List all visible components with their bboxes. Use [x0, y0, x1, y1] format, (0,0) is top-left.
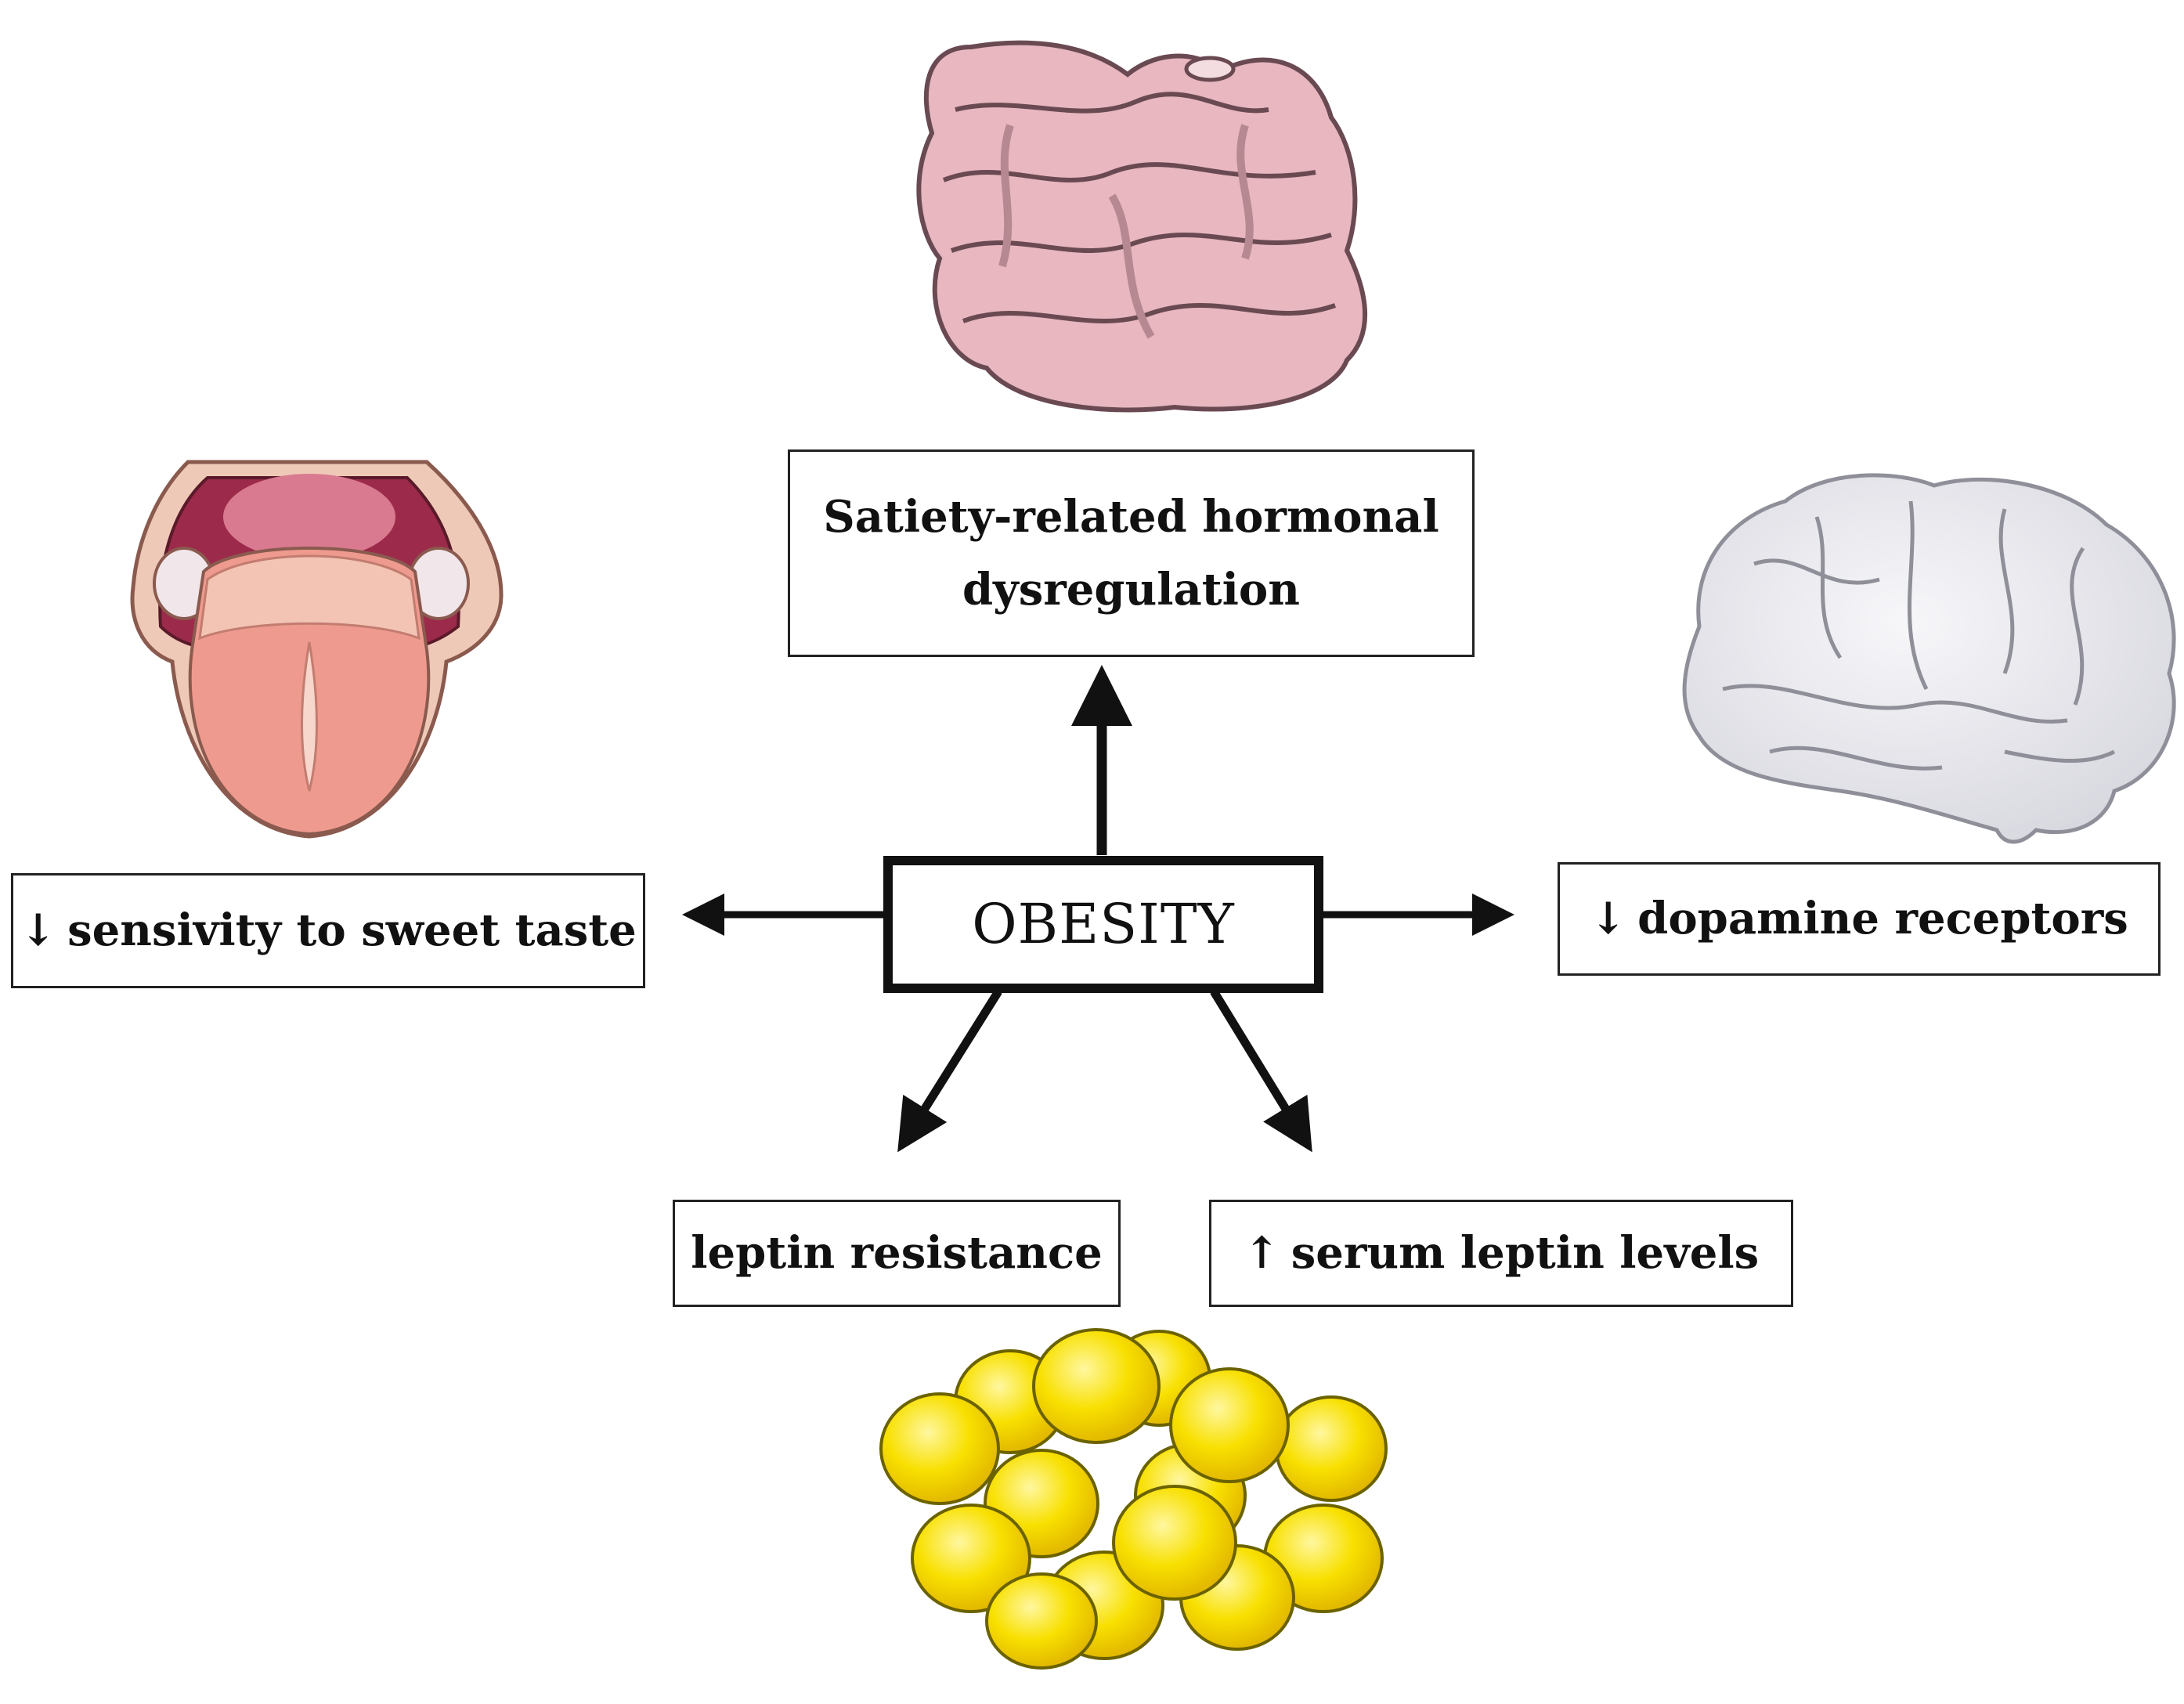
node-label: leptin resistance [691, 1227, 1103, 1280]
arrows [682, 665, 1514, 1153]
node-label-line1: Satiety-related hormonal [823, 491, 1439, 543]
down-arrow-icon: ↓ [20, 904, 57, 957]
node-label: serum leptin levels [1291, 1227, 1760, 1280]
brain-icon [1682, 473, 2176, 844]
node-label: dopamine receptors [1637, 893, 2128, 945]
tongue-icon [130, 460, 504, 839]
node-obesity: OBESITY [883, 856, 1323, 993]
arrow-bottom-left [897, 989, 1002, 1153]
intestine-icon [916, 40, 1367, 413]
node-dopamine-receptors: ↓ dopamine receptors [1558, 862, 2161, 976]
node-label: sensivity to sweet taste [67, 904, 637, 957]
node-serum-leptin-levels: ↑ serum leptin levels [1209, 1200, 1793, 1307]
arrow-bottom-right [1210, 989, 1312, 1153]
fat-cells-icon [879, 1328, 1388, 1670]
node-sweet-taste-sensitivity: ↓ sensivity to sweet taste [11, 873, 645, 988]
down-arrow-icon: ↓ [1590, 893, 1627, 945]
node-satiety-hormonal-dysregulation: Satiety-related hormonal dysregulation [788, 449, 1475, 657]
node-leptin-resistance: leptin resistance [673, 1200, 1121, 1307]
up-arrow-icon: ↑ [1243, 1227, 1280, 1280]
node-label-line2: dysregulation [962, 563, 1300, 616]
node-label: OBESITY [972, 891, 1235, 956]
